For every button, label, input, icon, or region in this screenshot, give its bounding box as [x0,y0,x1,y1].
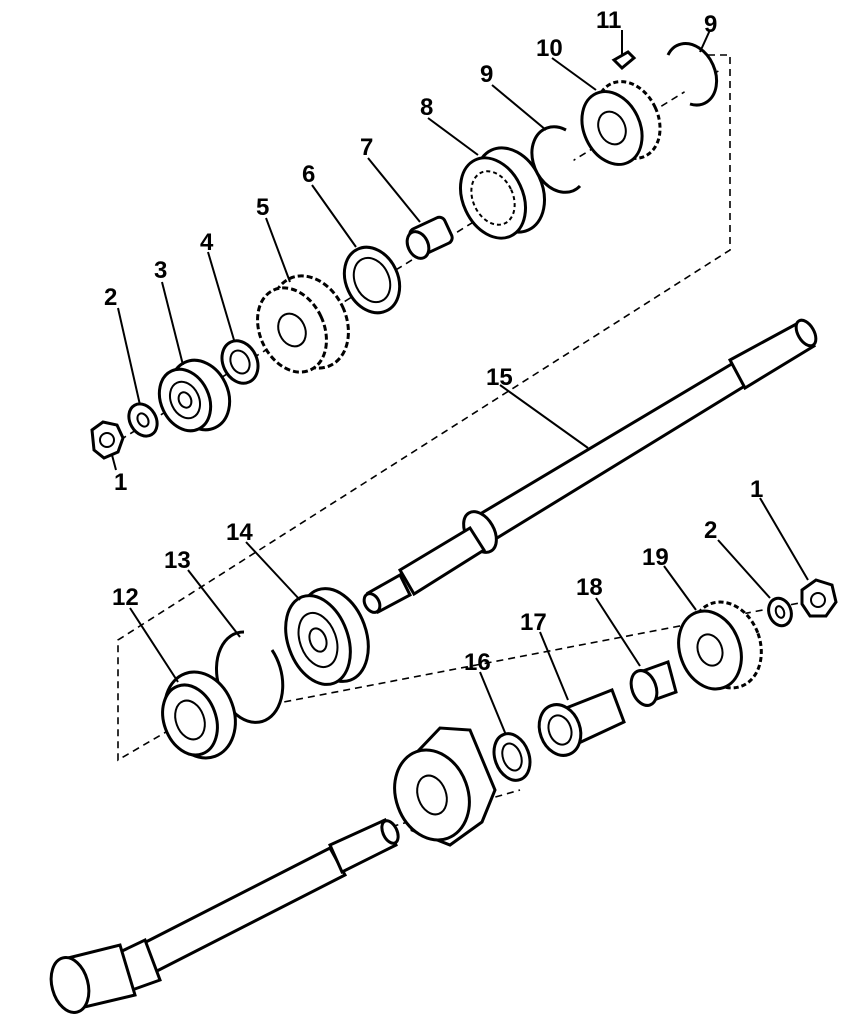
part-14-bearing [284,587,370,686]
part-17-sleeve [537,688,626,757]
callout-5: 5 [256,194,269,221]
part-18-collar [629,660,678,707]
assembly-outline [117,54,731,762]
part-11-key [611,50,637,71]
part-6-synchro-ring [342,245,402,315]
callout-14: 14 [226,519,253,546]
callout-6: 6 [302,161,315,188]
callout-17: 17 [520,609,547,636]
part-5-gear [256,274,350,374]
callout-16: 16 [464,649,491,676]
callout-18: 18 [576,574,603,601]
part-9-snap-ring-b [666,42,719,107]
part-9-snap-ring-a [530,125,582,194]
leader-lines [111,29,809,736]
callout-labels: 1 1 2 2 3 4 5 6 7 8 9 9 10 11 12 13 14 1… [104,7,763,676]
part-19-gear [677,600,763,691]
callout-9b: 9 [704,11,717,38]
callout-8: 8 [420,94,433,121]
callout-11: 11 [596,7,621,34]
part-10-gear [580,80,662,166]
part-1-nut [90,420,125,460]
part-2-washer-lower [767,596,793,628]
pinion-shaft [49,818,400,1014]
callout-19: 19 [642,544,669,571]
part-16-ring [492,732,532,782]
part-2-washer [127,402,159,438]
callout-12: 12 [112,584,139,611]
part-12-retainer [161,670,237,760]
callout-9a: 9 [480,61,493,88]
part-4-ring [220,339,260,385]
callout-2a: 2 [104,284,117,311]
part-15-main-shaft [362,318,818,615]
callout-7: 7 [360,134,373,161]
part-8-synchro-sleeve [459,146,546,240]
callout-10: 10 [536,35,563,62]
part-13-snap-ring [215,630,285,724]
callout-15: 15 [486,364,513,391]
callout-4: 4 [200,229,214,256]
part-1-nut-lower [800,578,838,618]
part-7-hub [405,215,454,260]
part-3-bearing [157,358,232,433]
bearing-housing [393,726,497,847]
callout-1b: 1 [750,476,763,503]
callout-3: 3 [154,257,167,284]
callout-13: 13 [164,547,191,574]
callout-1a: 1 [114,469,127,496]
callout-2b: 2 [704,517,717,544]
